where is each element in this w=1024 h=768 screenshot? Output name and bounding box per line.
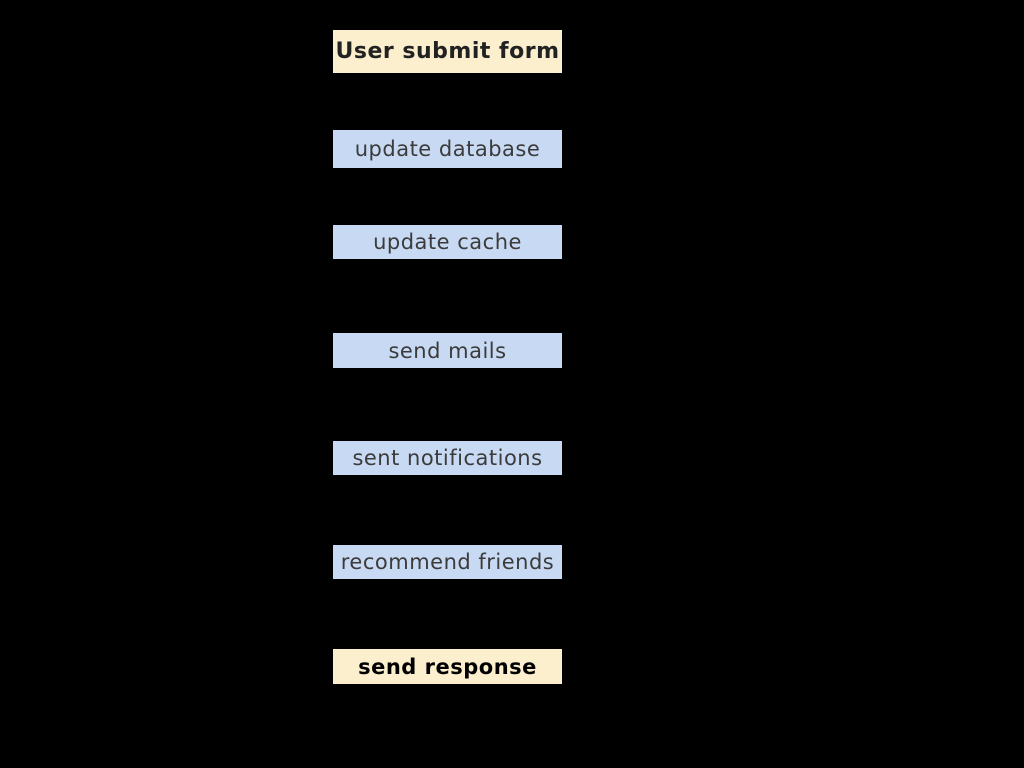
flow-node-sent-notifications: sent notifications xyxy=(333,441,562,475)
flow-node-update-database: update database xyxy=(333,130,562,168)
flow-node-send-mails: send mails xyxy=(333,333,562,368)
flow-node-recommend-friends: recommend friends xyxy=(333,545,562,579)
flow-node-update-cache: update cache xyxy=(333,225,562,259)
flow-node-user-submit-form: User submit form xyxy=(333,30,562,73)
flow-node-send-response: send response xyxy=(333,649,562,684)
